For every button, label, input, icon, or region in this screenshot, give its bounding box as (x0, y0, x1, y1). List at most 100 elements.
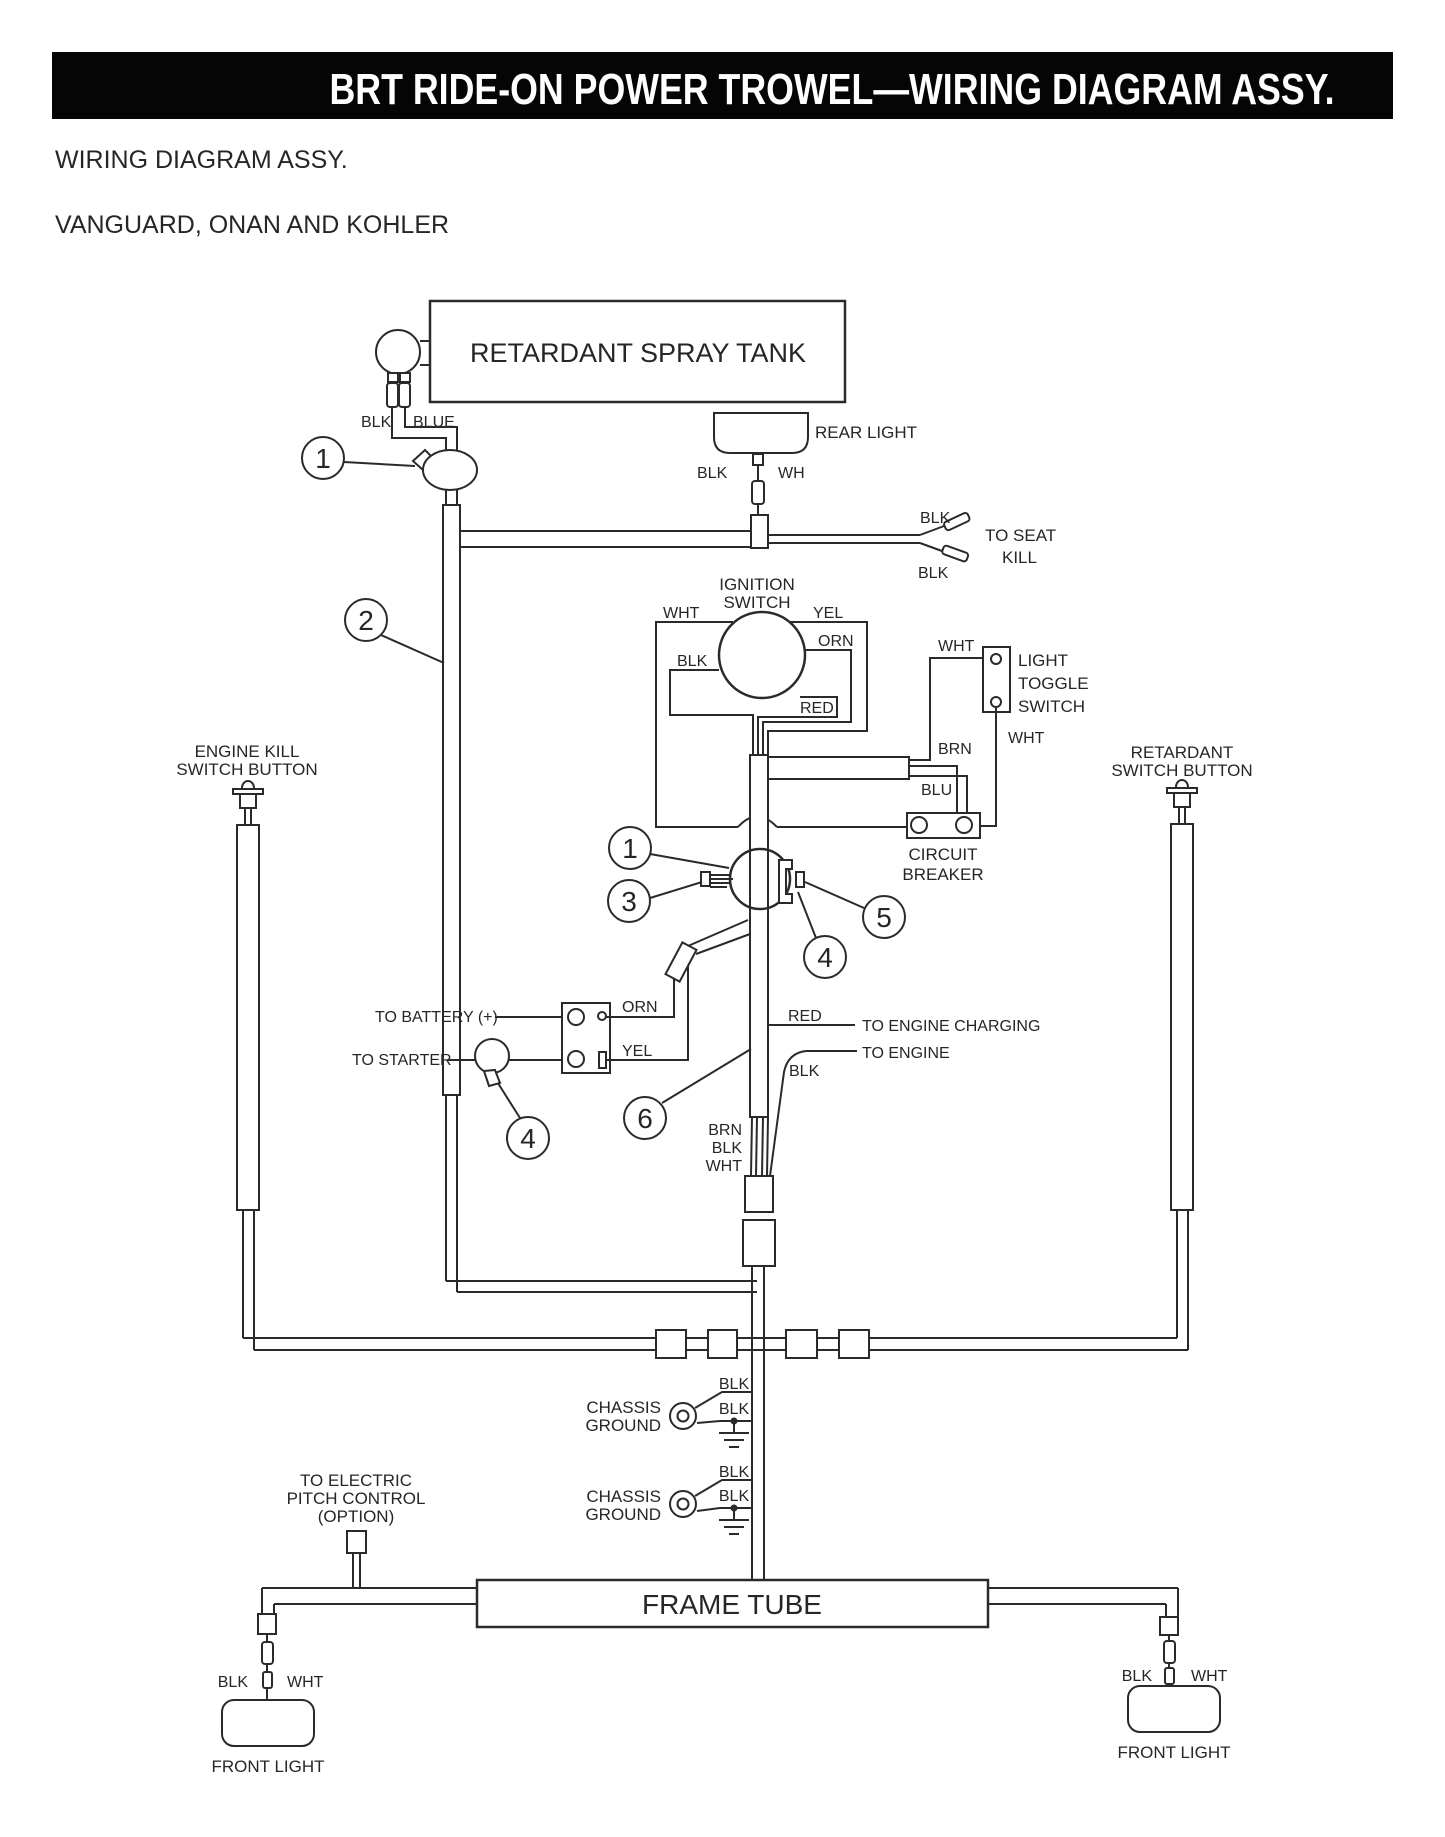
ground1-blk-1: BLK (719, 1376, 750, 1393)
clamp-screw-threads (710, 874, 733, 888)
to-starter-label: TO STARTER (352, 1052, 452, 1069)
retardant-switch: RETARDANT SWITCH BUTTON (1111, 743, 1253, 1350)
retardant-tube (1170, 823, 1194, 1211)
branch-loom (767, 756, 910, 780)
page-subtitle: WIRING DIAGRAM ASSY. (55, 146, 348, 174)
engine-kill-wires-down (242, 1210, 255, 1350)
callout-2-num: 2 (358, 605, 374, 636)
stack-blk-label: BLK (712, 1140, 743, 1157)
plug-to-loom-wires (687, 919, 751, 955)
callout3-leader (649, 881, 703, 899)
ground1-label-1: CHASSIS (586, 1398, 661, 1417)
main-loom (749, 754, 769, 1118)
loom-bottom: BRN BLK WHT (243, 1116, 1188, 1580)
seat-kill-blk-upper: BLK (920, 510, 951, 527)
harness-junction-block (750, 514, 769, 549)
relay-yel-label: YEL (622, 1043, 652, 1060)
breaker-label-2: BREAKER (902, 865, 983, 884)
ground1-ring-hole (676, 1409, 690, 1423)
pump-blk-label: BLK (361, 414, 392, 431)
pump-connector-right (398, 382, 411, 408)
left-drop-stub (257, 1613, 277, 1635)
page-title: BRT RIDE-ON POWER TROWEL—WIRING DIAGRAM … (330, 65, 1335, 114)
relay-orn-label: ORN (622, 999, 658, 1016)
chassis-ground-2: CHASSIS GROUND BLK BLK (585, 1464, 752, 1535)
toggle-label-3: SWITCH (1018, 697, 1085, 716)
to-seat-kill-label: KILL (1002, 548, 1037, 567)
ground1-ring-terminal (669, 1402, 697, 1430)
toggle-wht-label-below: WHT (1008, 730, 1045, 747)
to-engine-label: TO ENGINE (862, 1045, 950, 1062)
engine-blk-label: BLK (789, 1063, 820, 1080)
pump-wires (391, 407, 458, 455)
orn-wire-path (762, 649, 852, 755)
engine-kill-label-2: SWITCH BUTTON (176, 760, 317, 779)
clamp-clip (795, 871, 805, 888)
toggle-switch-box (982, 646, 1011, 713)
ignition-label-1: IGNITION (719, 575, 795, 594)
toggle-wht-label-left: WHT (938, 638, 975, 655)
clamp-screw-head (700, 871, 711, 887)
callout-4a-num: 4 (817, 942, 833, 973)
right-bullet-connector (1163, 1640, 1176, 1664)
rear-light-blk-label: BLK (697, 465, 728, 482)
left-wire-loom (442, 504, 461, 1096)
pump-blue-label: BLUE (413, 414, 455, 431)
left-light-blk: BLK (218, 1674, 249, 1691)
retardant-btn-label-2: SWITCH BUTTON (1111, 761, 1252, 780)
ignition-orn-label: ORN (818, 633, 854, 650)
callout-4b (506, 1116, 550, 1160)
pump-connector-left (386, 382, 399, 408)
to-battery-label: TO BATTERY (+) (375, 1009, 498, 1026)
seat-kill-blk-lower: BLK (918, 565, 949, 582)
pump-tab-left (387, 372, 399, 383)
loom-connector-block-2 (742, 1219, 776, 1267)
pitch-stem-wires (352, 1553, 361, 1588)
callout4a-leader (797, 891, 817, 939)
pitch-label-1: TO ELECTRIC (300, 1471, 412, 1490)
stack-wht-label: WHT (706, 1158, 743, 1175)
left-light-wht: WHT (287, 1674, 324, 1691)
clamp-bracket (778, 859, 793, 904)
right-small-connector (1164, 1667, 1175, 1685)
frame-tube-box (475, 1578, 990, 1629)
pitch-connector (346, 1530, 367, 1554)
inline-connector-1 (655, 1329, 687, 1359)
pitch-control: TO ELECTRIC PITCH CONTROL (OPTION) (287, 1471, 425, 1588)
red-wire-path (757, 696, 838, 755)
blu-label: BLU (921, 782, 952, 799)
ground1-blk-2: BLK (719, 1401, 750, 1418)
rear-light-bullet-connector (751, 480, 765, 505)
callout-4a (803, 935, 847, 979)
callout1a-leader (343, 461, 416, 467)
callout-1b (608, 826, 652, 870)
callout-5 (862, 895, 906, 939)
engine-kill-switch: ENGINE KILL SWITCH BUTTON (176, 742, 318, 1350)
callout2-leader (380, 634, 445, 664)
branch-wires (909, 657, 991, 813)
wire-boot (422, 449, 478, 491)
engines-line: VANGUARD, ONAN AND KOHLER (55, 211, 449, 239)
starter-relay: TO BATTERY (+) TO STARTER ORN YEL (352, 919, 751, 1088)
starter-clamp-tab (482, 1068, 502, 1088)
front-light-right-box (1127, 1685, 1221, 1733)
harness-pair-left (460, 530, 751, 548)
retardant-spray-tank-box (428, 299, 847, 404)
stack-brn-label: BRN (708, 1122, 742, 1139)
rear-light-label: REAR LIGHT (815, 423, 917, 442)
engine-kill-button-body (239, 793, 257, 809)
callout4b-leader (495, 1079, 521, 1119)
frame-harness-runs (262, 1587, 1178, 1605)
toggle-terminal-top (990, 653, 1002, 665)
callout-1a (301, 436, 345, 480)
callout-2 (344, 598, 388, 642)
callouts: 1 2 1 3 5 4 4 6 (301, 436, 906, 1160)
seat-kill-spade-upper (943, 511, 971, 532)
retardant-spray-tank-label: RETARDANT SPRAY TANK (470, 338, 806, 368)
ground2-blk-1: BLK (719, 1464, 750, 1481)
harness-pair-right (768, 525, 945, 552)
header: BRT RIDE-ON POWER TROWEL—WIRING DIAGRAM … (52, 52, 1393, 239)
inline-connector-3 (785, 1329, 818, 1359)
loom-clamp (700, 847, 805, 911)
